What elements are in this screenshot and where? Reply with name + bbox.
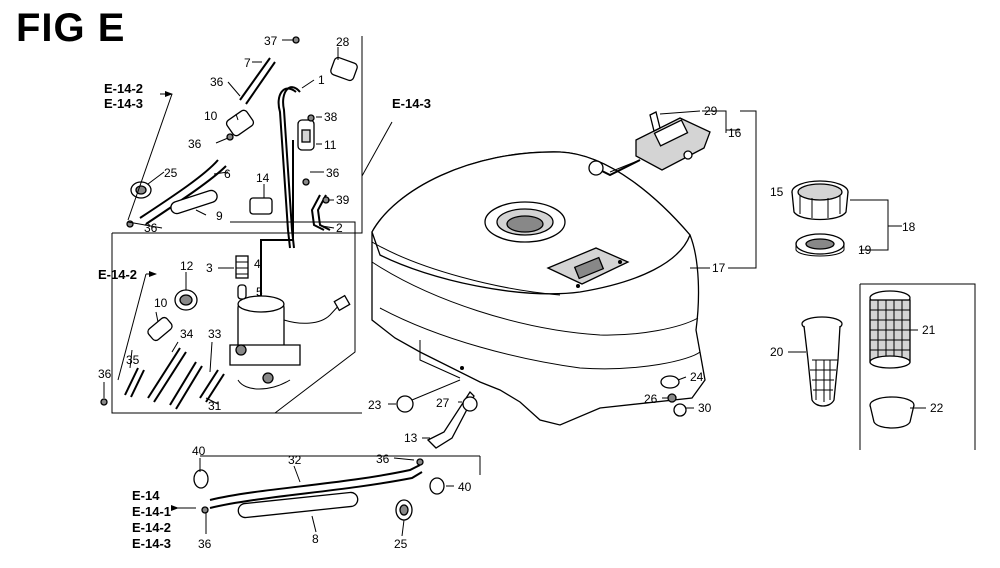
callout: 12 xyxy=(180,259,194,273)
callout: 36 xyxy=(210,75,224,89)
fuel-cap xyxy=(791,180,849,257)
ref-label: E-14-2 xyxy=(98,267,137,282)
callout: 18 xyxy=(902,220,916,234)
callout: 36 xyxy=(144,221,158,235)
callout: 17 xyxy=(712,261,726,275)
callout: 37 xyxy=(264,34,278,48)
callout: 28 xyxy=(336,35,350,49)
ref-label: E-14-3 xyxy=(104,96,143,111)
callout: 23 xyxy=(368,398,382,412)
callout: 1 xyxy=(318,73,325,87)
ref-label: E-14-2 xyxy=(132,520,171,535)
leader-lines xyxy=(103,39,926,537)
fuel-lines-bottom xyxy=(193,390,475,521)
callout: 38 xyxy=(324,110,338,124)
callout: 36 xyxy=(198,537,212,551)
callout: 36 xyxy=(188,137,202,151)
callout: 21 xyxy=(922,323,936,337)
group-frames xyxy=(111,36,976,475)
callout: 10 xyxy=(204,109,218,123)
callout: 39 xyxy=(336,193,350,207)
fuel-lines-lower xyxy=(100,289,225,410)
ref-label: E-14 xyxy=(132,488,160,503)
callout: 5 xyxy=(256,285,263,299)
callout: 31 xyxy=(208,399,222,413)
figure-title: FIG E xyxy=(16,6,126,50)
callout: 7 xyxy=(244,56,251,70)
callout-numbers: 37 28 7 1 36 10 38 36 11 25 36 6 14 39 9… xyxy=(98,34,944,551)
tank-hardware xyxy=(396,375,687,417)
callout: 4 xyxy=(254,257,261,271)
callout: 34 xyxy=(180,327,194,341)
callout: 8 xyxy=(312,532,319,546)
callout: 27 xyxy=(436,396,450,410)
ref-label: E-14-3 xyxy=(392,96,431,111)
callout: 6 xyxy=(224,167,231,181)
callout: 36 xyxy=(326,166,340,180)
reference-labels: E-14-2 E-14-3 E-14-3 E-14-2 E-14 E-14-1 … xyxy=(98,81,431,551)
callout: 14 xyxy=(256,171,270,185)
callout: 30 xyxy=(698,401,712,415)
callout: 22 xyxy=(930,401,944,415)
callout: 16 xyxy=(728,126,742,140)
callout: 25 xyxy=(164,166,178,180)
callout: 2 xyxy=(336,221,343,235)
callout: 19 xyxy=(858,243,872,257)
fuel-tank xyxy=(371,151,706,426)
callout: 24 xyxy=(690,370,704,384)
callout: 26 xyxy=(644,392,658,406)
callout: 20 xyxy=(770,345,784,359)
fuel-strainer xyxy=(801,290,915,429)
callout: 36 xyxy=(98,367,112,381)
ref-label: E-14-3 xyxy=(132,536,171,551)
callout: 36 xyxy=(376,452,390,466)
callout: 32 xyxy=(288,453,302,467)
callout: 40 xyxy=(192,444,206,458)
reference-arrows xyxy=(117,91,196,511)
ref-label: E-14-1 xyxy=(132,504,171,519)
fuel-pump xyxy=(229,140,351,390)
ref-label: E-14-2 xyxy=(104,81,143,96)
callout: 33 xyxy=(208,327,222,341)
fuel-gauge xyxy=(588,111,711,177)
callout: 29 xyxy=(704,104,718,118)
callout: 15 xyxy=(770,185,784,199)
callout: 35 xyxy=(126,353,140,367)
callout: 25 xyxy=(394,537,408,551)
callout: 3 xyxy=(206,261,213,275)
callout: 13 xyxy=(404,431,418,445)
callout: 40 xyxy=(458,480,472,494)
callout: 10 xyxy=(154,296,168,310)
callout: 11 xyxy=(324,138,337,152)
callout: 9 xyxy=(216,209,223,223)
